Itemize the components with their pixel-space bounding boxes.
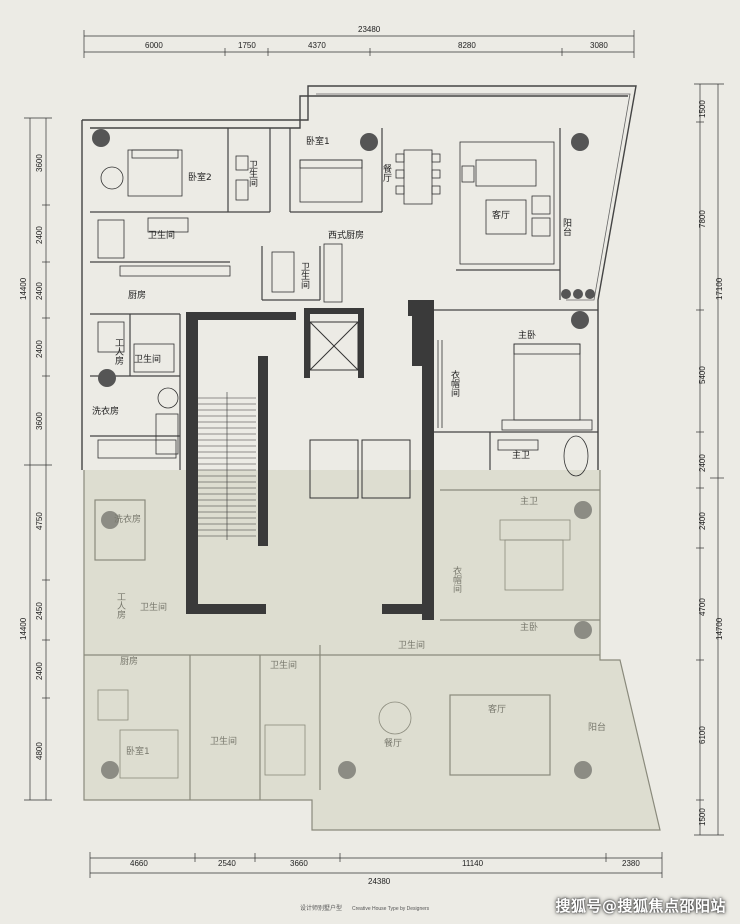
label-lower-living: 客厅 — [488, 703, 506, 715]
dim-left-l2: 2450 — [35, 602, 44, 620]
dim-top-1: 6000 — [145, 41, 163, 50]
label-lower-worker-room: 工人房 — [115, 592, 126, 620]
dim-right-l4: 1500 — [698, 808, 707, 826]
label-lower-bath-c: 卫生间 — [398, 639, 425, 651]
dim-left-u5: 3600 — [35, 412, 44, 430]
label-master-bedroom: 主卧 — [518, 329, 536, 341]
dim-bottom-2: 2540 — [218, 859, 236, 868]
lower-columns — [101, 501, 592, 779]
label-lower-kitchen: 厨房 — [120, 655, 138, 667]
label-lower-balcony: 阳台 — [588, 721, 606, 733]
dim-bottom-5: 2380 — [622, 859, 640, 868]
dim-top-4: 8280 — [458, 41, 476, 50]
dim-right-lower-total: 14700 — [715, 617, 724, 640]
bottom-dimensions — [89, 852, 663, 878]
dim-bottom-3: 3660 — [290, 859, 308, 868]
dim-right-u1: 1500 — [698, 100, 707, 118]
dim-left-upper-total: 14400 — [19, 277, 28, 300]
elevators — [309, 321, 411, 499]
left-dimensions — [24, 117, 52, 801]
furniture — [97, 141, 593, 477]
lower-unit-overlay — [84, 470, 660, 830]
label-worker-bath: 卫生间 — [134, 353, 161, 365]
label-master-bath: 主卫 — [512, 449, 530, 461]
dim-right-u4: 2400 — [698, 454, 707, 472]
label-laundry: 洗衣房 — [92, 405, 119, 417]
dim-top-3: 4370 — [308, 41, 326, 50]
label-lower-dining: 餐厅 — [384, 737, 402, 749]
label-bath-left: 卫生间 — [148, 229, 175, 241]
dim-right-l2: 4700 — [698, 598, 707, 616]
core-walls — [186, 300, 434, 620]
label-lower-master-bedroom: 主卧 — [520, 621, 538, 633]
dim-bottom-1: 4660 — [130, 859, 148, 868]
dim-left-lower-total: 14400 — [19, 617, 28, 640]
dim-right-u3: 5400 — [698, 366, 707, 384]
label-bedroom2: 卧室2 — [188, 171, 212, 183]
dim-bottom-4: 11140 — [462, 859, 484, 868]
label-living: 客厅 — [492, 209, 510, 221]
label-closet: 衣帽间 — [449, 369, 460, 398]
building-outline — [81, 85, 637, 470]
balcony-rail — [316, 93, 631, 301]
lower-furniture — [97, 519, 571, 779]
label-lower-master-bath: 主卫 — [520, 495, 538, 507]
label-lower-worker-bath: 卫生间 — [140, 601, 167, 613]
dim-left-u3: 2400 — [35, 282, 44, 300]
label-bath-small: 卫生间 — [247, 160, 258, 188]
right-dimensions — [694, 83, 724, 836]
label-kitchen: 厨房 — [128, 289, 146, 301]
label-lower-closet: 衣帽间 — [451, 565, 462, 594]
dim-right-u2: 7800 — [698, 210, 707, 228]
dim-right-l3: 6100 — [698, 726, 707, 744]
columns — [92, 129, 595, 387]
dim-top-total: 23480 — [358, 25, 381, 34]
watermark-text: 搜狐号@搜狐焦点邵阳站 — [555, 897, 726, 915]
label-worker-room: 工人房 — [113, 338, 124, 366]
label-balcony: 阳台 — [561, 218, 572, 237]
caption-cn: 设计师别墅户型 — [300, 904, 342, 912]
dim-left-l3: 2400 — [35, 662, 44, 680]
label-lower-bath-a: 卫生间 — [270, 659, 297, 671]
stair-treads — [198, 392, 256, 540]
dim-right-upper-total: 17100 — [715, 277, 724, 300]
dim-left-u2: 2400 — [35, 226, 44, 244]
dim-left-l1: 4750 — [35, 512, 44, 530]
label-lower-bath-b: 卫生间 — [210, 735, 237, 747]
dim-top-2: 1750 — [238, 41, 256, 50]
caption-en: Creative House Type by Designers — [352, 906, 430, 912]
top-dimensions — [83, 30, 635, 58]
label-lower-bedroom1: 卧室1 — [126, 745, 150, 757]
dim-top-5: 3080 — [590, 41, 608, 50]
label-dining: 餐厅 — [381, 163, 392, 182]
interior-walls — [90, 128, 598, 470]
dim-bottom-total: 24380 — [368, 877, 391, 886]
label-bedroom1: 卧室1 — [306, 135, 330, 147]
dim-left-u4: 2400 — [35, 340, 44, 358]
label-bath-mid: 卫生间 — [299, 262, 310, 290]
dim-left-u1: 3600 — [35, 154, 44, 172]
label-western-kitchen: 西式厨房 — [328, 229, 364, 241]
label-lower-laundry: 洗衣房 — [114, 513, 141, 525]
lower-outline — [83, 470, 661, 831]
dim-right-l1: 2400 — [698, 512, 707, 530]
dim-left-l4: 4800 — [35, 742, 44, 760]
